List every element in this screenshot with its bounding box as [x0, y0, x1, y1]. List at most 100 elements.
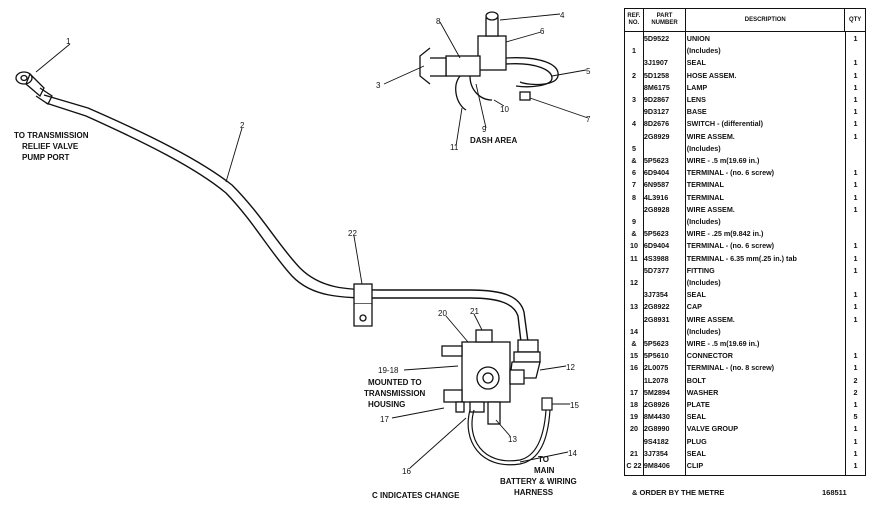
- cell-desc: SEAL: [686, 448, 706, 458]
- callout-1: 1: [66, 37, 71, 46]
- cell-qty: [846, 326, 865, 338]
- cell-ref: 5: [631, 143, 636, 153]
- cell-part: 8D2676: [643, 119, 670, 129]
- cell-desc: SEAL: [686, 412, 706, 422]
- cell-part: 4L3916: [643, 192, 669, 202]
- header-qty: QTY: [848, 16, 862, 23]
- cell-ref: 6: [631, 168, 636, 178]
- cell-part: 6D9404: [643, 241, 670, 251]
- callout-16: 16: [402, 467, 411, 476]
- cell-desc: (Includes): [686, 278, 721, 287]
- cell-desc: TERMINAL - (no. 8 screw): [686, 363, 775, 373]
- cell-ref: [625, 436, 643, 448]
- cell-qty: [846, 216, 865, 228]
- cell-ref: [625, 131, 643, 143]
- header-part: PART NUMBER: [644, 9, 687, 31]
- table-row: 12(Includes): [625, 277, 865, 289]
- parts-diagram: 1 2 3 4 5 6 7 8 9 10 11 12 13 14 15 16 1…: [14, 11, 591, 500]
- cell-desc: SWITCH - (differential): [686, 119, 764, 129]
- label-transmission-3: PUMP PORT: [22, 153, 70, 162]
- cell-desc: LAMP: [686, 82, 708, 92]
- cell-desc: (Includes): [686, 46, 721, 56]
- cell-ref: 19: [629, 412, 638, 422]
- cell-desc: BOLT: [686, 375, 706, 385]
- callout-5: 5: [586, 67, 591, 76]
- callout-11: 11: [450, 143, 459, 152]
- cell-ref: 9: [631, 217, 636, 226]
- cell-ref: 16: [629, 363, 638, 373]
- cell-ref: [625, 82, 643, 94]
- cell-ref: 7: [631, 180, 636, 190]
- cell-part: 5P5623: [643, 229, 669, 239]
- diagram-labels: TO TRANSMISSION RELIEF VALVE PUMP PORT D…: [14, 131, 577, 500]
- cell-part: 2G8926: [643, 400, 670, 409]
- callout-8: 8: [436, 17, 441, 26]
- change-note: C INDICATES CHANGE: [372, 491, 460, 500]
- cell-qty: [846, 277, 865, 289]
- cell-ref: 4: [631, 119, 636, 129]
- cell-desc: UNION: [686, 34, 710, 43]
- cell-ref: [625, 57, 643, 69]
- cell-qty: 1: [853, 265, 858, 275]
- cell-ref: [625, 106, 643, 118]
- cell-ref: [625, 375, 643, 387]
- cell-qty: [846, 338, 865, 350]
- cell-desc: TERMINAL - 6.35 mm(.25 in.) tab: [686, 253, 797, 263]
- table-row: 1(Includes): [625, 45, 865, 57]
- table-header: REF. NO. PART NUMBER DESCRIPTION QTY: [625, 9, 865, 32]
- cell-ref: 8: [631, 192, 636, 202]
- label-battery-1: TO: [538, 455, 549, 464]
- cell-ref: [625, 314, 643, 326]
- cell-desc: VALVE GROUP: [686, 424, 738, 434]
- callout-leaders: [35, 13, 589, 469]
- cell-qty: 1: [853, 461, 858, 470]
- cell-desc: TERMINAL: [686, 180, 724, 190]
- callout-10: 10: [500, 105, 509, 114]
- cell-desc: (Includes): [686, 326, 721, 336]
- callout-15: 15: [570, 401, 579, 410]
- cell-qty: 1: [853, 192, 858, 202]
- cell-part: 2G8990: [643, 424, 670, 434]
- label-battery-3: BATTERY & WIRING: [500, 477, 577, 486]
- cell-desc: PLATE: [686, 400, 710, 409]
- cell-desc: HOSE ASSEM.: [686, 70, 737, 80]
- table-row: 4 8D2676 SWITCH - (differential) 1: [625, 118, 865, 130]
- order-footnote: & ORDER BY THE METRE: [632, 488, 725, 497]
- callout-19-18: 19-18: [378, 366, 399, 375]
- cell-qty: 1: [853, 241, 858, 251]
- cell-ref: [625, 204, 643, 216]
- cell-desc: WIRE ASSEM.: [686, 204, 735, 214]
- cell-qty: [846, 45, 865, 57]
- cell-desc: CONNECTOR: [686, 351, 733, 361]
- cell-desc: WIRE - .5 m(19.69 in.): [686, 339, 760, 348]
- cell-desc: SEAL: [686, 58, 706, 68]
- label-battery-4: HARNESS: [514, 488, 554, 497]
- cell-desc: FITTING: [686, 265, 715, 275]
- cell-qty: 1: [853, 34, 858, 43]
- table-row: 14(Includes): [625, 326, 865, 338]
- cell-ref: 11: [630, 253, 638, 263]
- cell-qty: 1: [853, 448, 858, 458]
- cell-desc: BASE: [686, 107, 707, 117]
- cell-qty: 1: [853, 82, 858, 92]
- cell-ref: 20: [629, 424, 638, 434]
- cell-part: 3J7354: [643, 448, 668, 458]
- cell-qty: 1: [853, 119, 858, 129]
- cell-part: [643, 326, 686, 338]
- callout-7: 7: [586, 115, 591, 124]
- cell-ref: &: [631, 229, 637, 239]
- cell-qty: [846, 228, 865, 240]
- cell-ref: [625, 265, 643, 277]
